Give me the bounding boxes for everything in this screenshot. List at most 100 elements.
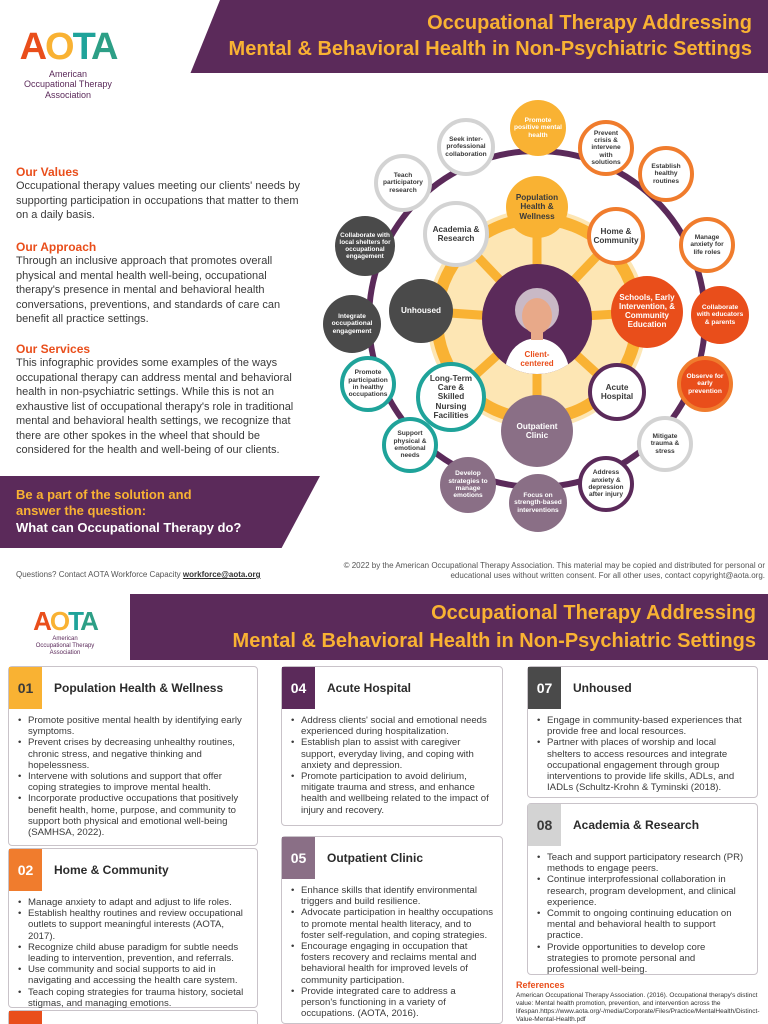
card-list-item: Establish healthy routines and review oc… (15, 908, 249, 942)
card-07: 07 UnhousedEngage in community-based exp… (527, 666, 758, 798)
card-list-item: Intervene with solutions and support tha… (15, 771, 249, 793)
title-line-1: Occupational Therapy Addressing (427, 12, 752, 34)
card-list-item: Establish plan to assist with caregiver … (288, 737, 494, 771)
wheel-outer-item: Mitigate trauma & stress (637, 416, 693, 472)
values-text: Occupational therapy values meeting our … (16, 180, 300, 221)
wheel-outer-item: Collaborate with local shelters for occu… (335, 216, 395, 276)
approach-section: Our Approach Through an inclusive approa… (16, 240, 306, 327)
card-list-item: Recognize child abuse paradigm for subtl… (15, 942, 249, 964)
services-section: Our Services This infographic provides s… (16, 342, 306, 458)
card-list-item: Address clients' social and emotional ne… (288, 715, 494, 737)
wheel-outer-item: Develop strategies to manage emotions (440, 457, 496, 513)
card-title: Outpatient Clinic (327, 851, 423, 865)
wheel-outer-item: Manage anxiety for life roles (679, 217, 735, 273)
wheel-inner-item: Population Health & Wellness (506, 176, 568, 238)
card-title: Population Health & Wellness (54, 681, 224, 695)
card-list-item: Commit to ongoing continuing education o… (534, 908, 749, 942)
wheel-outer-item: Observe for early prevention (677, 356, 733, 412)
card-number: 03 (9, 1011, 42, 1024)
card-02: 02 Home & CommunityManage anxiety to ada… (8, 848, 258, 1009)
card-05: 05 Outpatient ClinicEnhance skills that … (281, 836, 503, 1024)
cta-line-1: Be a part of the solution and (16, 487, 192, 502)
contact-email-link[interactable]: workforce@aota.org (182, 570, 261, 579)
card-list: Teach and support participatory research… (528, 852, 757, 975)
card-header: 02 Home & Community (9, 849, 257, 891)
services-text: This infographic provides some examples … (16, 357, 294, 456)
card-list: Manage anxiety to adapt and adjust to li… (9, 897, 257, 1009)
card-number: 08 (528, 804, 561, 846)
card-list-item: Use community and social supports to aid… (15, 964, 249, 986)
wheel-outer-item: Support physical & emotional needs (382, 417, 438, 473)
wheel-outer-item: Collaborate with educators & parents (691, 286, 749, 344)
values-heading: Our Values (16, 165, 79, 179)
values-section: Our Values Occupational therapy values m… (16, 165, 306, 223)
card-list-item: Teach and support participatory research… (534, 852, 749, 874)
wheel-inner-item: Home & Community (587, 207, 645, 265)
cta-question: What can Occupational Therapy do? (16, 520, 242, 535)
copyright: © 2022 by the American Occupational Ther… (343, 561, 765, 580)
card-number: 04 (282, 667, 315, 709)
approach-heading: Our Approach (16, 240, 97, 254)
wheel-outer-item: Address anxiety & depression after injur… (578, 456, 634, 512)
card-title: Home & Community (54, 863, 169, 877)
logo-wordmark-small: AOTA (33, 606, 99, 636)
references: References American Occupational Therapy… (516, 980, 764, 1024)
services-heading: Our Services (16, 342, 91, 356)
card-number: 07 (528, 667, 561, 709)
card-04: 04 Acute HospitalAddress clients' social… (281, 666, 503, 826)
call-to-action: Be a part of the solution and answer the… (0, 476, 320, 548)
card-header: 05 Outpatient Clinic (282, 837, 502, 879)
card-03: 03 Schools, Early Intervention, (8, 1010, 258, 1024)
wheel-outer-item: Focus on strength-based interventions (509, 474, 567, 532)
card-number: 05 (282, 837, 315, 879)
wheel-outer-item: Promote positive mental health (510, 100, 566, 156)
card-list-item: Manage anxiety to adapt and adjust to li… (15, 897, 249, 908)
logo-wordmark: AOTA (19, 26, 119, 68)
card-list-item: Provide opportunities to develop core st… (534, 942, 749, 976)
card-list-item: Promote positive mental health by identi… (15, 715, 249, 737)
card-list-item: Incorporate productive occupations that … (15, 793, 249, 838)
card-list-item: Promote participation to avoid delirium,… (288, 771, 494, 816)
card-header: 08 Academia & Research (528, 804, 757, 846)
card-08: 08 Academia & ResearchTeach and support … (527, 803, 758, 975)
wheel-outer-item: Establish healthy routines (638, 146, 694, 202)
wheel-outer-item: Seek inter-professional collaboration (437, 118, 495, 176)
references-text: American Occupational Therapy Associatio… (516, 992, 760, 1023)
title-line-1-b: Occupational Therapy Addressing (431, 602, 756, 624)
card-01: 01 Population Health & WellnessPromote p… (8, 666, 258, 846)
card-header: 01 Population Health & Wellness (9, 667, 257, 709)
card-header: 07 Unhoused (528, 667, 757, 709)
approach-text: Through an inclusive approach that promo… (16, 255, 281, 325)
card-list-item: Provide integrated care to address a per… (288, 986, 494, 1020)
card-list: Address clients' social and emotional ne… (282, 715, 502, 816)
card-list-item: Enhance skills that identify environment… (288, 885, 494, 907)
card-list-item: Teach coping strategies for trauma histo… (15, 987, 249, 1009)
card-list: Promote positive mental health by identi… (9, 715, 257, 838)
card-number: 02 (9, 849, 42, 891)
card-list-item: Prevent crises by decreasing unhealthy r… (15, 737, 249, 771)
cta-line-2: answer the question: (16, 503, 147, 518)
card-list-item: Engage in community-based experiences th… (534, 715, 749, 737)
title-line-2: Mental & Behavioral Health in Non-Psychi… (228, 38, 752, 60)
client-centered-hub (482, 264, 592, 374)
card-number: 01 (9, 667, 42, 709)
wheel-inner-item: Unhoused (389, 279, 453, 343)
card-list: Engage in community-based experiences th… (528, 715, 757, 793)
wheel-outer-item: Promote participation in healthy occupat… (340, 356, 396, 412)
card-list-item: Continue interprofessional collaboration… (534, 874, 749, 908)
wheel-outer-item: Prevent crisis & intervene with solution… (578, 120, 634, 176)
contact-line: Questions? Contact AOTA Workforce Capaci… (16, 570, 261, 579)
title-banner: Occupational Therapy Addressing Mental &… (190, 0, 768, 73)
card-title: Academia & Research (573, 818, 700, 832)
card-list-item: Advocate participation in healthy occupa… (288, 907, 494, 941)
card-list-item: Partner with places of worship and local… (534, 737, 749, 793)
wheel-inner-item: Long-Term Care & Skilled Nursing Facilit… (416, 362, 486, 432)
card-list-item: Encourage engaging in occupation that fo… (288, 941, 494, 986)
card-title: Acute Hospital (327, 681, 412, 695)
wheel-inner-item: Acute Hospital (588, 363, 646, 421)
wheel-outer-item: Teach participatory research (374, 154, 432, 212)
